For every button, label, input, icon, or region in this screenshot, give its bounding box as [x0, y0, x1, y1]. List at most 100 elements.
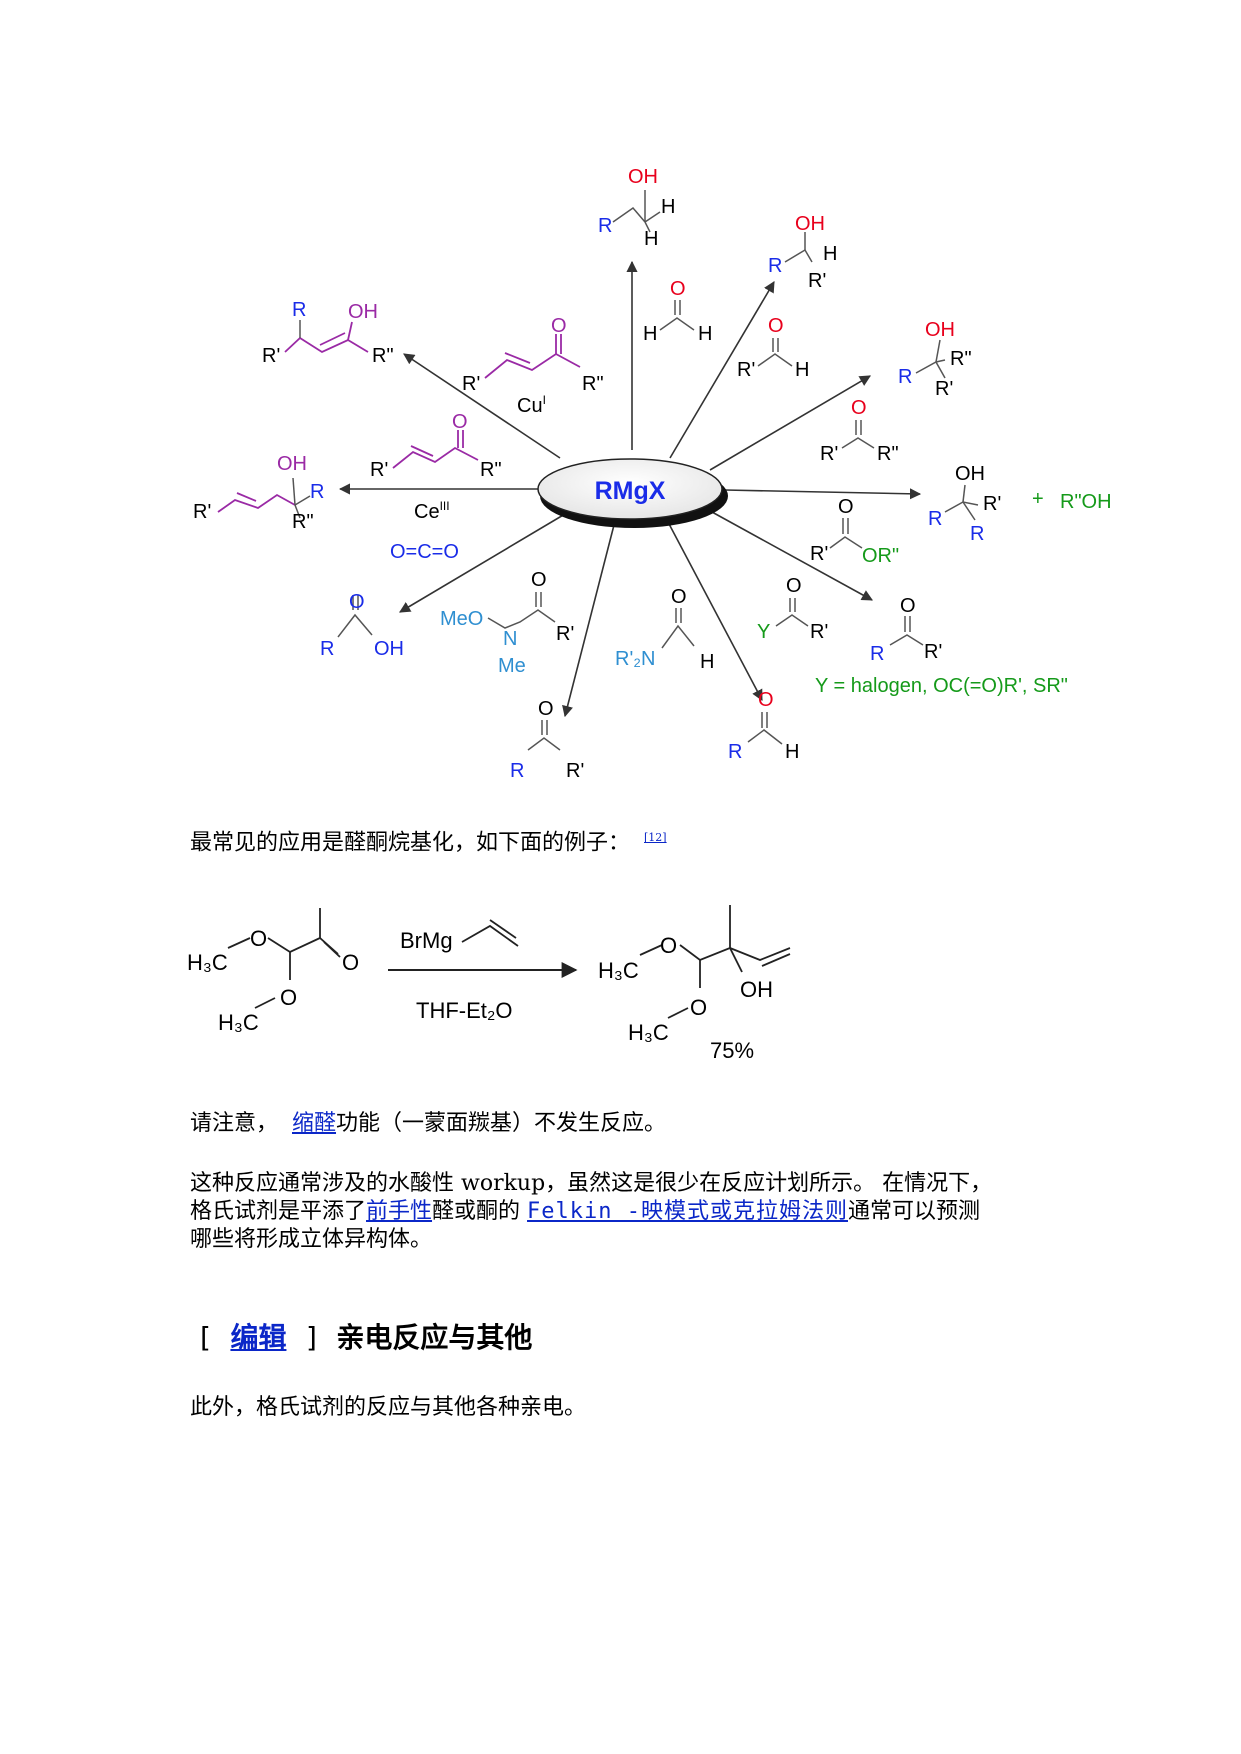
svg-text:O: O [531, 569, 547, 591]
svg-text:OR": OR" [862, 545, 899, 567]
allylic-alcohol: OH R' R R" [193, 453, 324, 533]
svg-text:OH: OH [628, 166, 658, 188]
svg-text:OH: OH [374, 638, 404, 660]
svg-text:R': R' [737, 359, 755, 381]
svg-text:CeIII: CeIII [414, 499, 450, 523]
svg-text:R": R" [292, 511, 314, 533]
svg-text:Y: Y [757, 621, 770, 643]
secondary-alcohol: OH R H R' [768, 213, 837, 292]
svg-text:CuI: CuI [517, 393, 546, 417]
aldehyde-product: O R H [728, 689, 799, 763]
svg-text:R: R [928, 508, 942, 530]
primary-alcohol: OH R H H [598, 166, 675, 250]
svg-text:N: N [503, 628, 517, 650]
svg-text:O: O [670, 278, 686, 300]
svg-text:OH: OH [348, 301, 378, 323]
reagent-label: BrMg [400, 928, 453, 953]
rmgx-label: RMgX [595, 477, 666, 505]
svg-text:R"OH: R"OH [1060, 491, 1112, 513]
svg-text:R: R [728, 741, 742, 763]
svg-text:R: R [898, 366, 912, 388]
svg-text:H: H [698, 323, 712, 345]
alkylation-example-scheme: H₃C O O H₃C O BrMg THF-Et₂O H₃C O [187, 905, 791, 1063]
formamide-reactant: O R'₂N H [615, 586, 714, 673]
svg-text:H₃C: H₃C [628, 1020, 669, 1045]
svg-text:O: O [758, 689, 774, 711]
svg-text:O: O [660, 933, 677, 958]
svg-text:H₃C: H₃C [187, 950, 228, 975]
svg-text:H: H [700, 651, 714, 673]
svg-text:OH: OH [795, 213, 825, 235]
ester-product: OH R R' R + R"OH [928, 463, 1112, 545]
svg-text:O: O [851, 397, 867, 419]
svg-text:OH: OH [277, 453, 307, 475]
reaction-arrows [338, 260, 922, 718]
svg-text:H₃C: H₃C [218, 1010, 259, 1035]
carboxylic-acid: O R OH [320, 591, 404, 660]
svg-text:O: O [551, 315, 567, 337]
svg-text:OH: OH [740, 977, 773, 1002]
svg-text:H: H [823, 243, 837, 265]
svg-text:O: O [786, 575, 802, 597]
svg-text:R: R [510, 760, 524, 782]
cu-enone: O R' R" CuI [462, 315, 604, 417]
svg-text:R': R' [924, 641, 942, 663]
prochiral-link[interactable]: 前手性 [366, 1199, 433, 1224]
conjugate-addition-enol: R OH R' R" [262, 299, 394, 367]
svg-text:R: R [320, 638, 334, 660]
svg-text:H: H [644, 228, 658, 250]
paragraph-alkylation: 最常见的应用是醛酮烷基化，如下面的例子： [12] [190, 824, 1070, 857]
svg-text:R": R" [582, 373, 604, 395]
felkin-cram-link[interactable]: Felkin -映模式或克拉姆法则 [527, 1199, 848, 1224]
paragraph-stereochemistry: 这种反应通常涉及的水酸性 workup，虽然这是很少在反应计划所示。 在情况下，… [190, 1171, 993, 1252]
svg-text:R': R' [983, 493, 1001, 515]
section-heading: [ 编辑 ] 亲电反应与其他 [200, 1321, 533, 1354]
svg-text:R': R' [810, 621, 828, 643]
svg-text:+: + [1032, 488, 1044, 510]
svg-text:R: R [768, 255, 782, 277]
reference-12-link[interactable]: [12] [644, 831, 667, 844]
svg-text:O: O [538, 698, 554, 720]
co2: O=C=O [390, 541, 459, 563]
svg-text:OH: OH [925, 319, 955, 341]
svg-text:H: H [661, 196, 675, 218]
ketone-reactant: O R' R" [820, 397, 899, 465]
weinreb-amide: O MeO N R' Me [440, 569, 574, 677]
ce-enone: O R' R" CeIII [370, 411, 502, 523]
svg-text:O: O [768, 315, 784, 337]
svg-text:R': R' [370, 459, 388, 481]
svg-text:R: R [870, 643, 884, 665]
svg-text:R": R" [950, 348, 972, 370]
reactant-molecule [227, 908, 341, 1009]
svg-text:R': R' [820, 443, 838, 465]
product-molecule [639, 905, 791, 1019]
edit-link[interactable]: 编辑 [230, 1321, 287, 1354]
svg-text:O: O [838, 496, 854, 518]
svg-text:O: O [900, 595, 916, 617]
section-title: 亲电反应与其他 [336, 1321, 533, 1354]
svg-text:Me: Me [498, 655, 526, 677]
svg-text:O: O [342, 950, 359, 975]
svg-text:R": R" [372, 345, 394, 367]
svg-text:O: O [280, 985, 297, 1010]
svg-text:R: R [598, 215, 612, 237]
svg-text:R': R' [193, 501, 211, 523]
acetal-link[interactable]: 缩醛 [292, 1111, 337, 1136]
vinyl-group [461, 924, 519, 947]
svg-text:R': R' [810, 543, 828, 565]
paragraph-alkylation-text: 最常见的应用是醛酮烷基化，如下面的例子： [190, 830, 631, 856]
svg-text:H: H [785, 741, 799, 763]
formaldehyde: O H H [643, 278, 712, 345]
svg-text:O: O [690, 995, 707, 1020]
svg-text:R'₂N: R'₂N [615, 648, 655, 670]
svg-text:O: O [250, 926, 267, 951]
svg-text:R': R' [462, 373, 480, 395]
svg-text:R': R' [566, 760, 584, 782]
svg-text:R': R' [808, 270, 826, 292]
aldehyde-reactant: O R' H [737, 315, 809, 381]
svg-text:R": R" [480, 459, 502, 481]
paragraph-acetal-note: 请注意， 缩醛功能（一蒙面羰基）不发生反应。 [190, 1111, 667, 1136]
svg-text:R: R [310, 481, 324, 503]
solvent-label: THF-Et₂O [416, 998, 513, 1023]
